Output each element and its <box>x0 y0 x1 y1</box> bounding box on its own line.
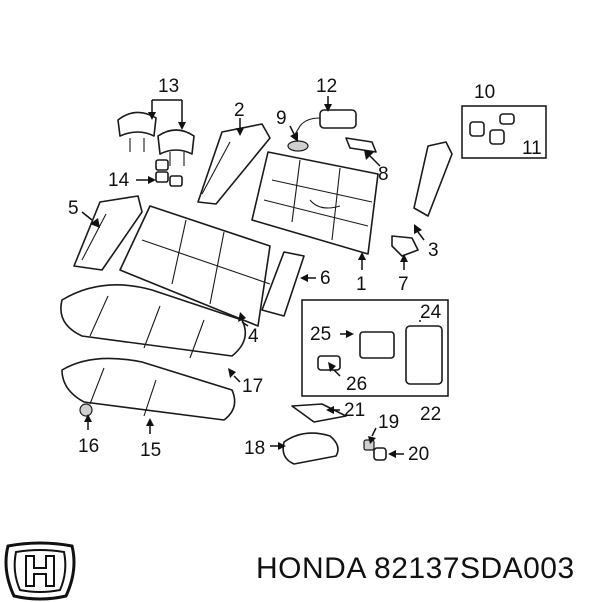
callout-5: 5 <box>68 198 79 219</box>
callout-20: 20 <box>408 444 429 465</box>
seat-back-frame-part <box>251 151 379 255</box>
seat-cushion-frame-part <box>61 357 236 421</box>
side-bolster-left-part <box>73 195 143 271</box>
hinge-bracket-part <box>391 235 419 257</box>
callout-6: 6 <box>320 268 331 289</box>
callout-3: 3 <box>428 240 439 261</box>
headrest-guide-part <box>155 159 183 187</box>
callout-15: 15 <box>140 440 161 461</box>
callout-10: 10 <box>474 82 495 103</box>
callout-2: 2 <box>234 100 245 121</box>
center-armrest-kit-box <box>301 299 449 397</box>
callout-11: 11 <box>522 138 542 159</box>
side-bolster-right-part <box>413 141 453 217</box>
callout-18: 18 <box>244 438 265 459</box>
callout-labels: 13 2 12 9 10 11 14 8 5 6 3 1 7 24 4 25 2… <box>68 76 542 465</box>
armrest-part <box>282 403 387 465</box>
callout-17: 17 <box>242 376 263 397</box>
callout-22: 22 <box>420 404 441 425</box>
fastener-kit-box <box>461 105 547 159</box>
callout-16: 16 <box>78 436 99 457</box>
callout-1: 1 <box>356 274 367 295</box>
lock-assembly-part <box>287 109 377 153</box>
clip-part <box>79 403 93 417</box>
seat-cushion-part <box>60 284 247 359</box>
callout-9: 9 <box>276 108 287 129</box>
callout-4: 4 <box>248 326 259 347</box>
callout-21: 21 <box>344 400 365 421</box>
callout-25: 25 <box>310 324 331 345</box>
seat-back-cushion-part <box>119 205 271 327</box>
center-trim-part <box>261 251 305 317</box>
part-number-caption: HONDA 82137SDA003 <box>256 552 575 585</box>
headrest-part <box>117 111 195 166</box>
side-trim-part <box>197 123 271 205</box>
leader-lines <box>81 96 425 458</box>
callout-8: 8 <box>378 164 389 185</box>
callout-26: 26 <box>346 374 367 395</box>
callout-13: 13 <box>158 76 179 97</box>
callout-14: 14 <box>108 170 130 191</box>
callout-19: 19 <box>378 412 399 433</box>
honda-logo-icon <box>4 541 76 601</box>
callout-12: 12 <box>316 76 337 97</box>
callout-7: 7 <box>398 274 409 295</box>
callout-24: 24 <box>420 302 442 323</box>
